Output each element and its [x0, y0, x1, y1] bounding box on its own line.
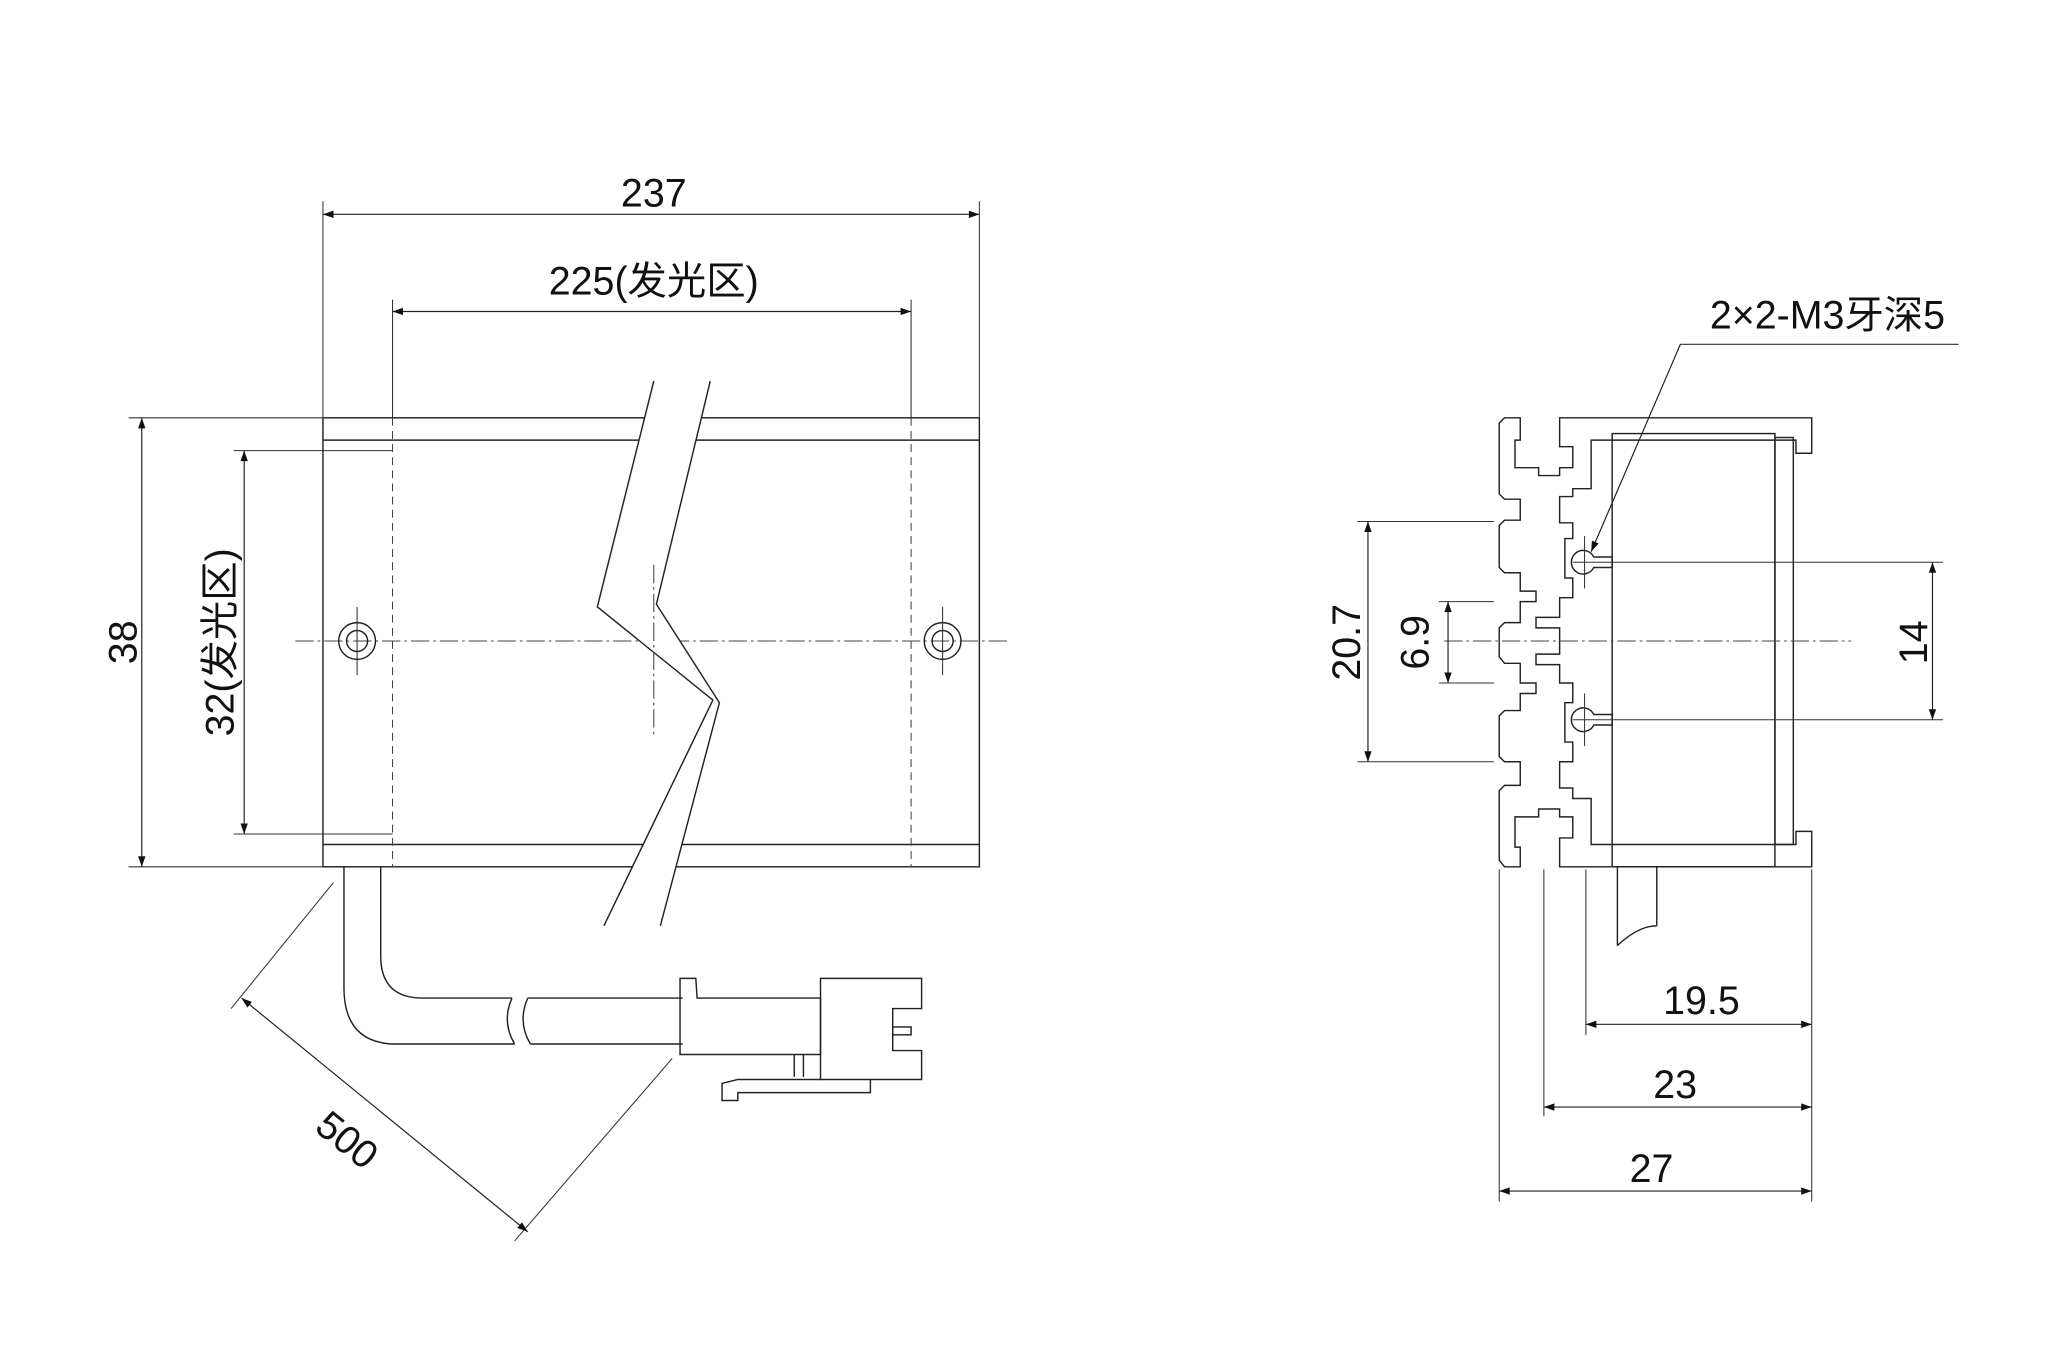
- break-line-right: [655, 380, 721, 927]
- thread-note-label: 2×2-M3牙深5: [1710, 294, 1945, 338]
- dimension-cable-length: 500: [230, 882, 673, 1242]
- dimension-label-225: 225(发光区): [549, 259, 759, 303]
- side-view: 2×2-M3牙深5 14 20.7 6.9 19.5: [1325, 294, 1959, 1202]
- dimension-label-6-9: 6.9: [1393, 615, 1437, 670]
- dimension-hole-spacing: 14: [1572, 561, 1943, 721]
- dimension-depth-to-holes: 19.5: [1585, 869, 1813, 1202]
- dimension-depth-body: 23: [1543, 869, 1812, 1117]
- dimension-label-19-5: 19.5: [1663, 979, 1740, 1023]
- dimension-emitting-height: 32(发光区): [199, 450, 393, 835]
- dimension-label-23: 23: [1653, 1063, 1697, 1107]
- dimension-label-27: 27: [1630, 1147, 1674, 1191]
- dimension-overall-height: 38: [102, 417, 323, 868]
- mounting-hole-right: [923, 606, 962, 676]
- front-view: 237 225(发光区) 38 32(发光区) 500: [102, 171, 1011, 1242]
- dimension-slot-span: 20.7: [1325, 520, 1494, 763]
- dimension-overall-depth: 27: [1498, 869, 1812, 1202]
- dimension-label-38: 38: [102, 620, 146, 664]
- mounting-hole-left: [337, 606, 377, 676]
- dimension-slot-width: 6.9: [1393, 601, 1494, 684]
- dimension-label-500: 500: [308, 1102, 387, 1178]
- side-cable: [1616, 866, 1658, 947]
- light-body: [1611, 432, 1776, 868]
- connector: [679, 977, 923, 1102]
- dimension-label-14: 14: [1892, 620, 1936, 664]
- dimension-overall-length: 237: [322, 171, 980, 418]
- aluminium-profile: [1498, 417, 1813, 868]
- dimension-emitting-length: 225(发光区): [392, 259, 912, 418]
- dimension-label-32: 32(发光区): [199, 548, 243, 736]
- dimension-label-20-7: 20.7: [1325, 604, 1369, 681]
- dimension-label-237: 237: [621, 171, 687, 215]
- thread-callout: 2×2-M3牙深5: [1590, 294, 1959, 552]
- break-line-left: [596, 380, 714, 927]
